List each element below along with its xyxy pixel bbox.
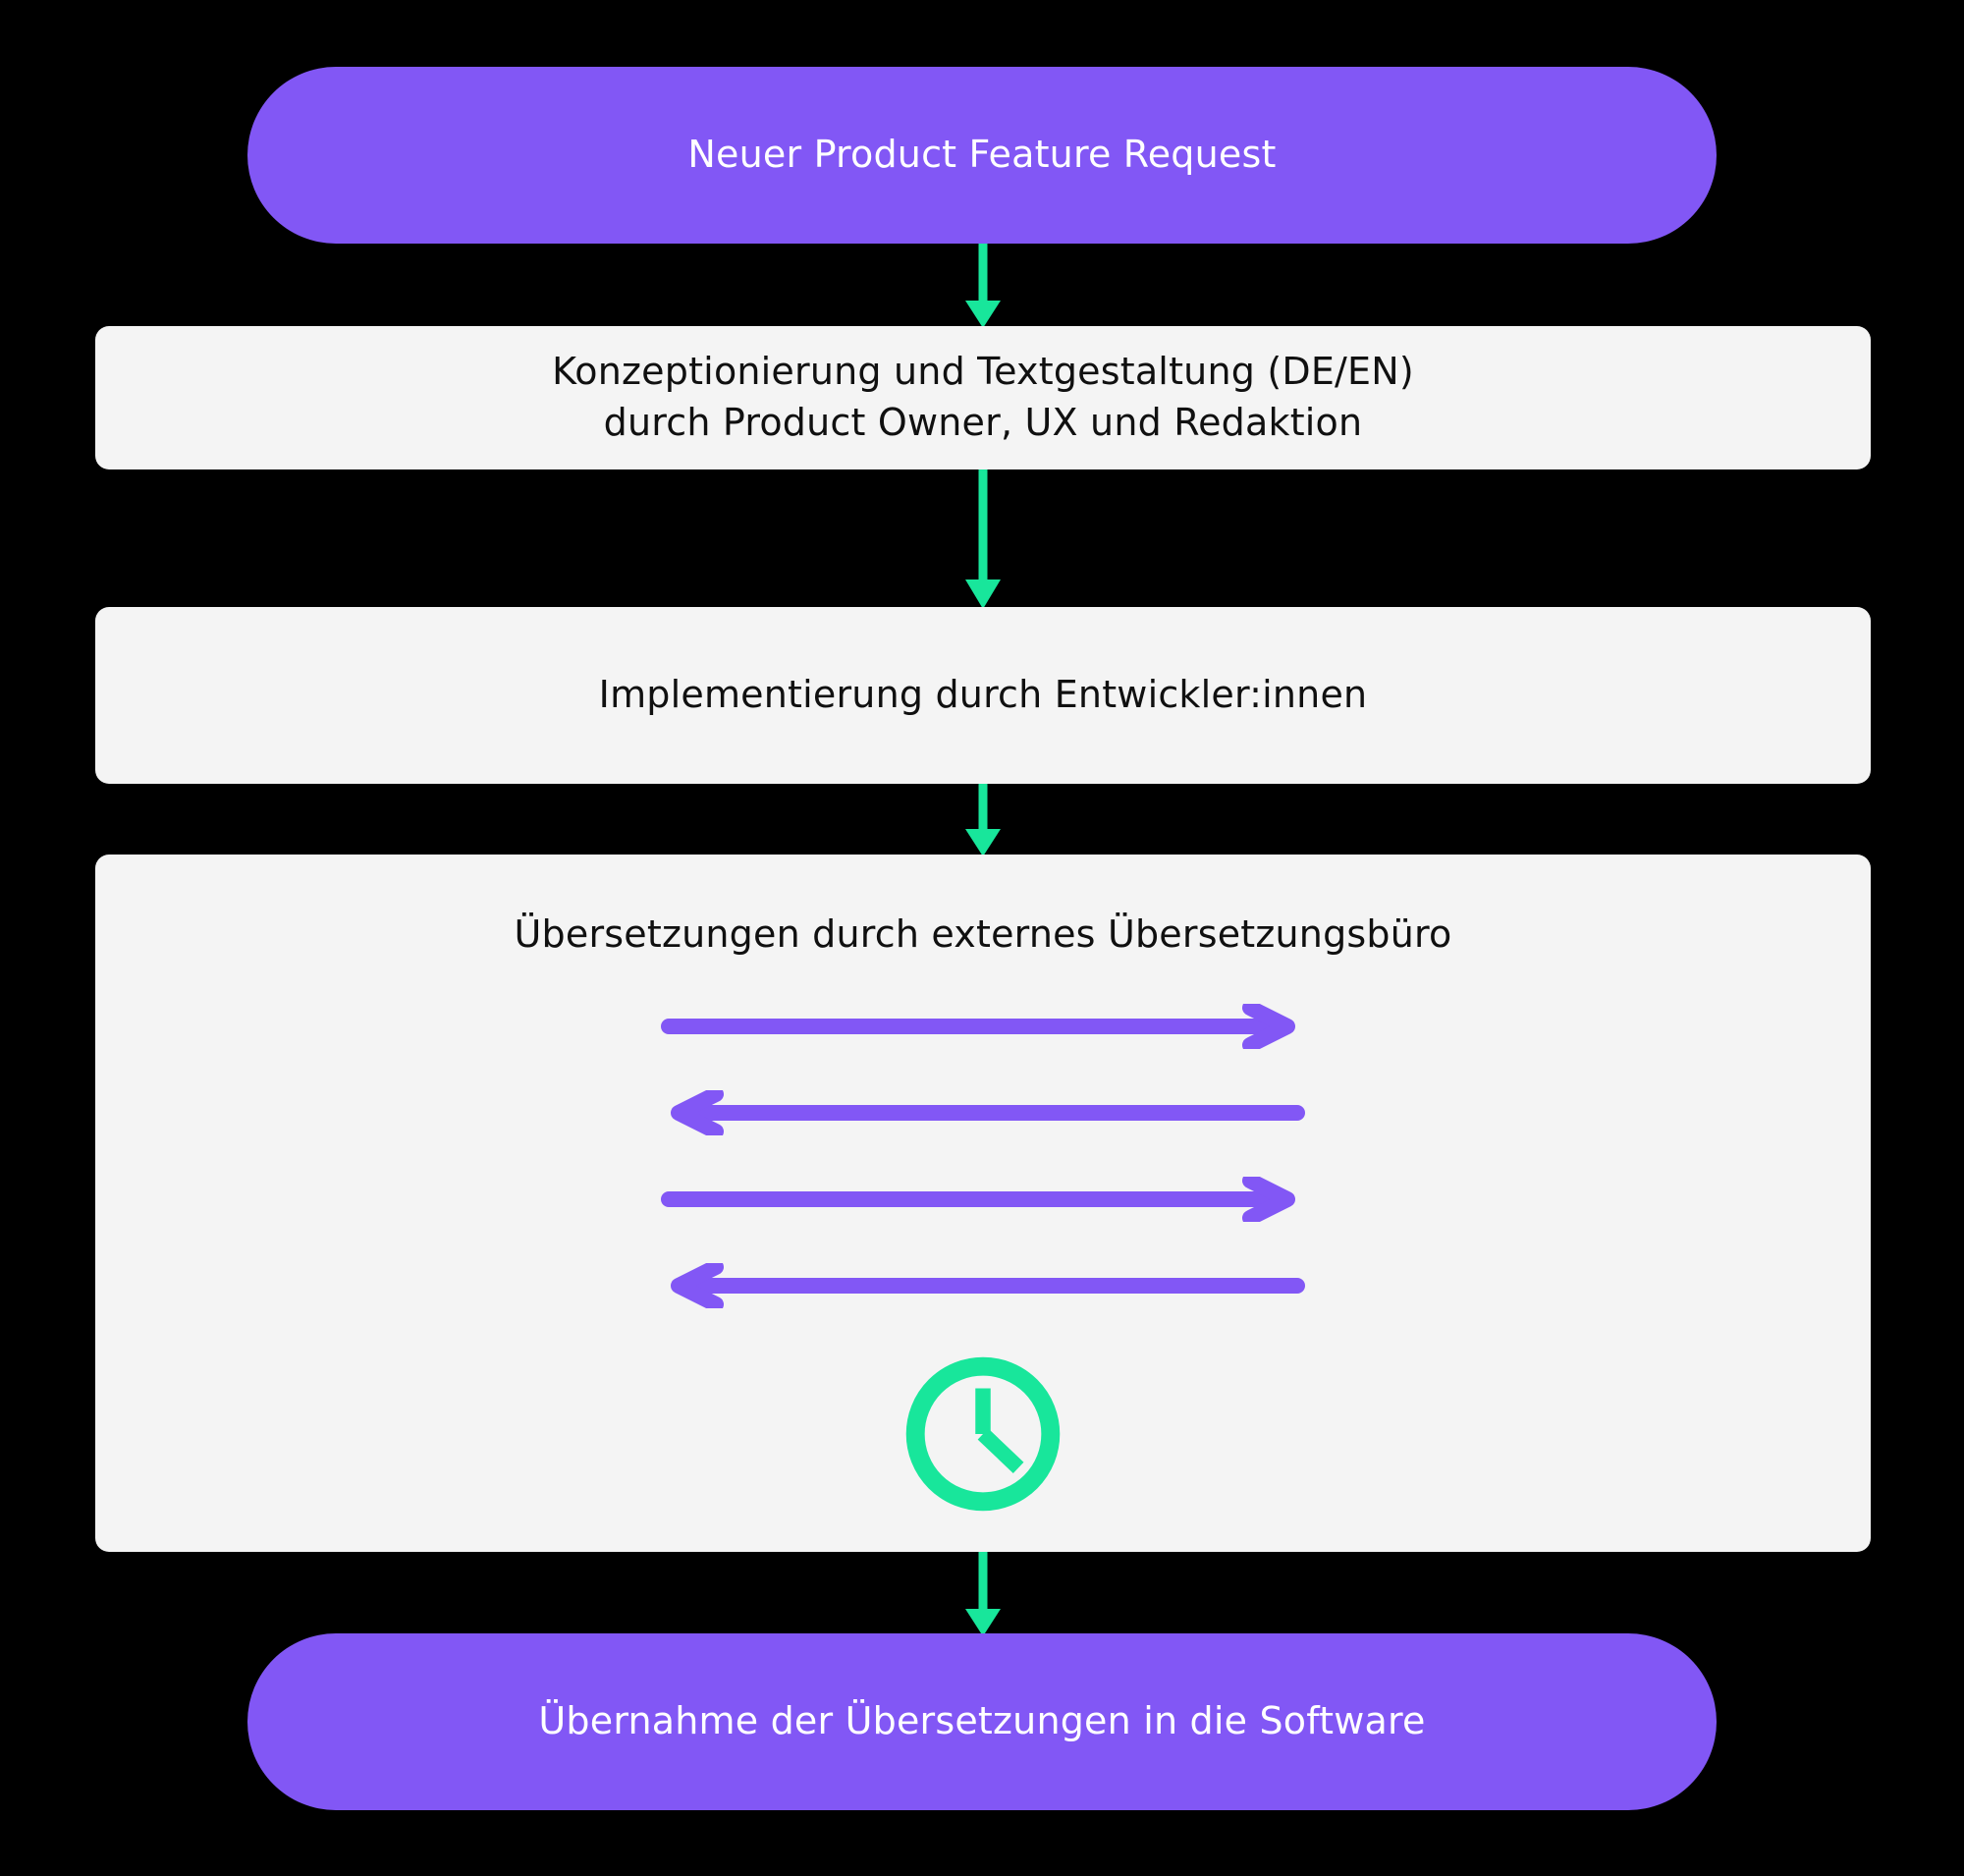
node-translation-label: Übersetzungen durch externes Übersetzung… — [514, 912, 1452, 956]
translation-inner: Übersetzungen durch externes Übersetzung… — [95, 855, 1871, 1518]
clock-icon-wrapper — [899, 1350, 1067, 1518]
exchange-arrow-right-1 — [661, 1003, 1295, 1049]
node-translation[interactable]: Übersetzungen durch externes Übersetzung… — [95, 855, 1871, 1552]
exchange-arrow-left-1 — [671, 1089, 1305, 1135]
exchange-arrow-right-2 — [661, 1176, 1295, 1222]
arrow-down-icon — [965, 784, 1001, 856]
clock-icon — [905, 1356, 1061, 1511]
translation-exchange-arrows — [661, 1003, 1305, 1308]
arrow-down-icon — [965, 469, 1001, 609]
connector-concept-to-implementation — [954, 469, 1012, 609]
node-implementation-label: Implementierung durch Entwickler:innen — [598, 673, 1368, 717]
connector-translation-to-adoption — [954, 1552, 1012, 1636]
exchange-arrow-left-2 — [671, 1262, 1305, 1308]
arrow-down-icon — [965, 1552, 1001, 1636]
node-start-label: Neuer Product Feature Request — [687, 133, 1277, 177]
node-start[interactable]: Neuer Product Feature Request — [247, 67, 1717, 244]
node-adoption-label: Übernahme der Übersetzungen in die Softw… — [538, 1699, 1426, 1743]
connector-implementation-to-translation — [954, 784, 1012, 856]
arrow-down-icon — [965, 244, 1001, 328]
node-concept[interactable]: Konzeptionierung und Textgestaltung (DE/… — [95, 326, 1871, 469]
connector-start-to-concept — [954, 244, 1012, 328]
node-concept-label: Konzeptionierung und Textgestaltung (DE/… — [552, 350, 1414, 444]
node-adoption[interactable]: Übernahme der Übersetzungen in die Softw… — [247, 1633, 1717, 1810]
node-implementation[interactable]: Implementierung durch Entwickler:innen — [95, 607, 1871, 784]
